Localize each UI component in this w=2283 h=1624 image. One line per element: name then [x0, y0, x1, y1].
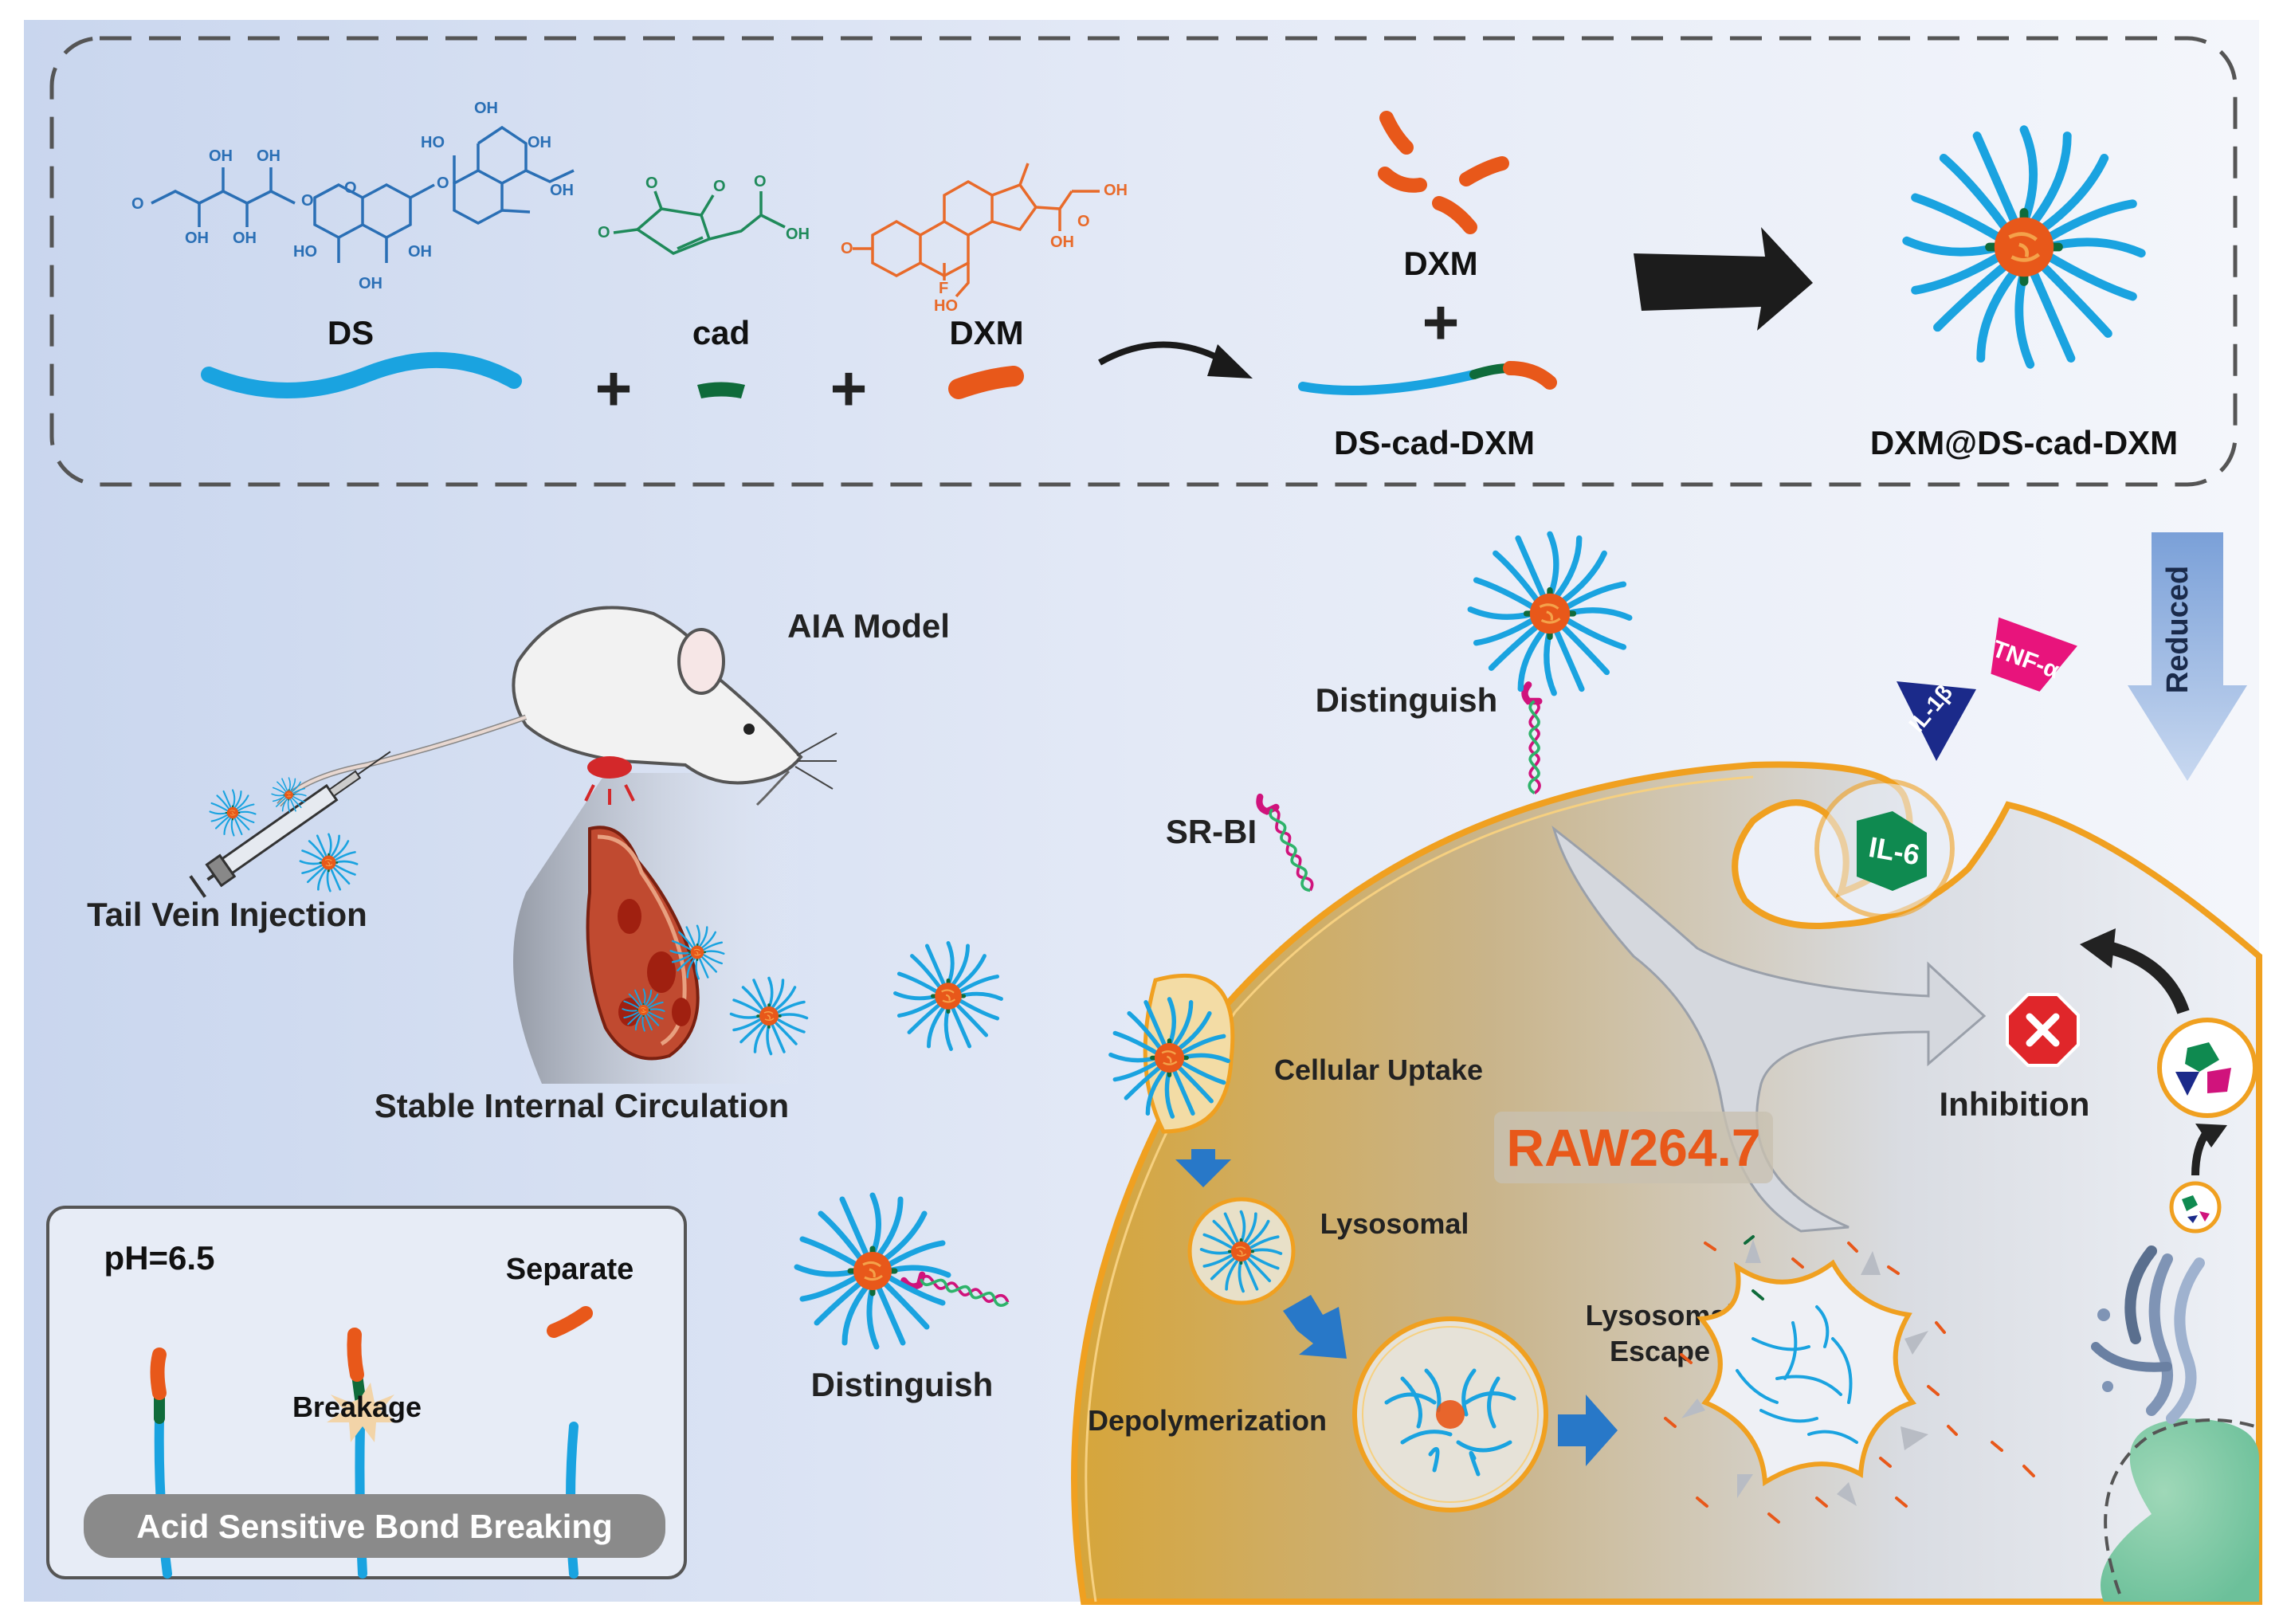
dxm-shape [948, 366, 1024, 399]
dxm-atom: OH [1050, 233, 1074, 251]
acid-inset: pH=6.5 Separate Breakage Acid Sensitive … [46, 1206, 687, 1579]
dxm-atom: F [939, 280, 948, 297]
ds-atom: OH [528, 134, 551, 151]
ds-atom-labels: O OH OH OH OH O O O HO OH OH HO OH OH OH [131, 100, 574, 292]
ds-atom: O [131, 195, 144, 213]
ds-label: DS [328, 314, 374, 351]
ds-atom: OH [474, 100, 498, 117]
escape-arrows [1681, 1239, 1928, 1506]
synthesis-dashed-frame [49, 36, 2238, 487]
cytokine-il1b: IL-1β [1897, 680, 1976, 761]
ds-atom: O [301, 192, 314, 210]
plus-sign: + [595, 353, 633, 424]
golgi-icon [2091, 1245, 2205, 1424]
ds-atom: O [437, 175, 449, 192]
injection-label: Tail Vein Injection [87, 896, 367, 933]
blood-vessel-icon [586, 826, 700, 1061]
secretory-vesicle [2169, 1181, 2222, 1234]
ds-atom: HO [293, 243, 317, 261]
banner-label: Acid Sensitive Bond Breaking [136, 1508, 612, 1545]
cell-line-badge [1494, 1112, 1773, 1183]
conjugate-shape [1298, 361, 1557, 395]
inset-banner [84, 1494, 665, 1558]
ds-atom: OH [233, 229, 257, 247]
model-label: AIA Model [787, 607, 950, 645]
receptor-label: SR-BI [1166, 813, 1257, 850]
cad-atom: OH [786, 226, 810, 243]
cell-section: Inhibition TNF-α IL-1β IL-6 Reduced SR-B… [797, 532, 2262, 1605]
dxm-atom: O [841, 240, 853, 257]
dxm-free-label: DXM [1403, 245, 1477, 282]
arrow-icon [2109, 942, 2190, 1014]
arrow-icon [1098, 341, 1253, 379]
nucleus-icon [2101, 1418, 2259, 1602]
released-chains [1736, 1305, 1858, 1444]
dxm-label: DXM [949, 314, 1023, 351]
in-vivo-section: AIA Model Tail Vein Injection Stable Int… [87, 606, 1001, 1124]
cad-atom: O [598, 224, 610, 241]
circulation-label: Stable Internal Circulation [375, 1087, 789, 1124]
plus-sign: + [1422, 287, 1460, 358]
free-dxm-pieces [1378, 111, 1509, 234]
ds-atom: OH [209, 147, 233, 165]
breakage-label: Breakage [292, 1391, 422, 1423]
dxm-chemical-structure [853, 163, 1100, 298]
released-dxm [1664, 1235, 2035, 1524]
ds-atom: OH [408, 243, 432, 261]
cad-atom-labels: O O O O OH [598, 173, 810, 243]
dxm-atom: HO [934, 297, 958, 315]
cad-chemical-structure [613, 190, 786, 255]
cytokine-il6: IL-6 [1857, 811, 1927, 891]
uptake-label: Cellular Uptake [1274, 1053, 1483, 1086]
dxm-atom: OH [1104, 182, 1128, 199]
syringe-icon [189, 751, 391, 898]
lysosomal-label: Lysosomal [1320, 1207, 1469, 1240]
ds-chemical-structure [151, 125, 575, 263]
distinguish-top-label: Distinguish [1316, 681, 1498, 719]
escape-label-line2: Escape [1610, 1335, 1710, 1367]
inhibition-x-icon [2006, 993, 2080, 1067]
ds-atom: O [344, 179, 357, 197]
plus-sign: + [830, 353, 868, 424]
conjugate-label: DS-cad-DXM [1334, 424, 1535, 461]
arrow-icon [1175, 1149, 1231, 1187]
depolymerization-label: Depolymerization [1088, 1404, 1327, 1437]
ds-atom: OH [359, 275, 382, 292]
cad-label: cad [692, 314, 750, 351]
ds-atom: HO [421, 134, 445, 151]
micelle-label: DXM@DS-cad-DXM [1870, 424, 2178, 461]
arrow-icon [1558, 1395, 1618, 1466]
cad-atom: O [754, 173, 767, 190]
dxm-atom-labels: O F HO OH O OH [841, 182, 1128, 315]
arrow-icon [1283, 1295, 1347, 1359]
cad-shape [697, 382, 745, 398]
dxm-atom: O [1077, 213, 1090, 230]
cytokine-tnf: TNF-α [1989, 617, 2077, 692]
secretory-vesicle [2157, 1018, 2258, 1118]
distinguish-left-label: Distinguish [811, 1366, 994, 1403]
ds-atom: OH [257, 147, 280, 165]
separate-label: Separate [506, 1253, 634, 1286]
reduced-arrow: Reduced [2128, 532, 2247, 781]
breakage-burst [327, 1383, 398, 1442]
ds-atom: OH [185, 229, 209, 247]
reduced-label: Reduced [2161, 566, 2195, 693]
arrow-icon [1634, 227, 1813, 331]
ph-label: pH=6.5 [104, 1239, 215, 1277]
ds-chain-shape [201, 351, 522, 398]
synthesis-panel: O OH OH OH OH O O O HO OH OH HO OH OH OH… [49, 36, 2238, 487]
ruptured-lysosome [1697, 1259, 1917, 1487]
inhibition-label: Inhibition [1940, 1085, 2090, 1123]
cad-atom: O [713, 178, 726, 195]
cad-atom: O [645, 175, 658, 192]
ds-atom: OH [550, 182, 574, 199]
cell-line-label: RAW264.7 [1506, 1118, 1760, 1177]
